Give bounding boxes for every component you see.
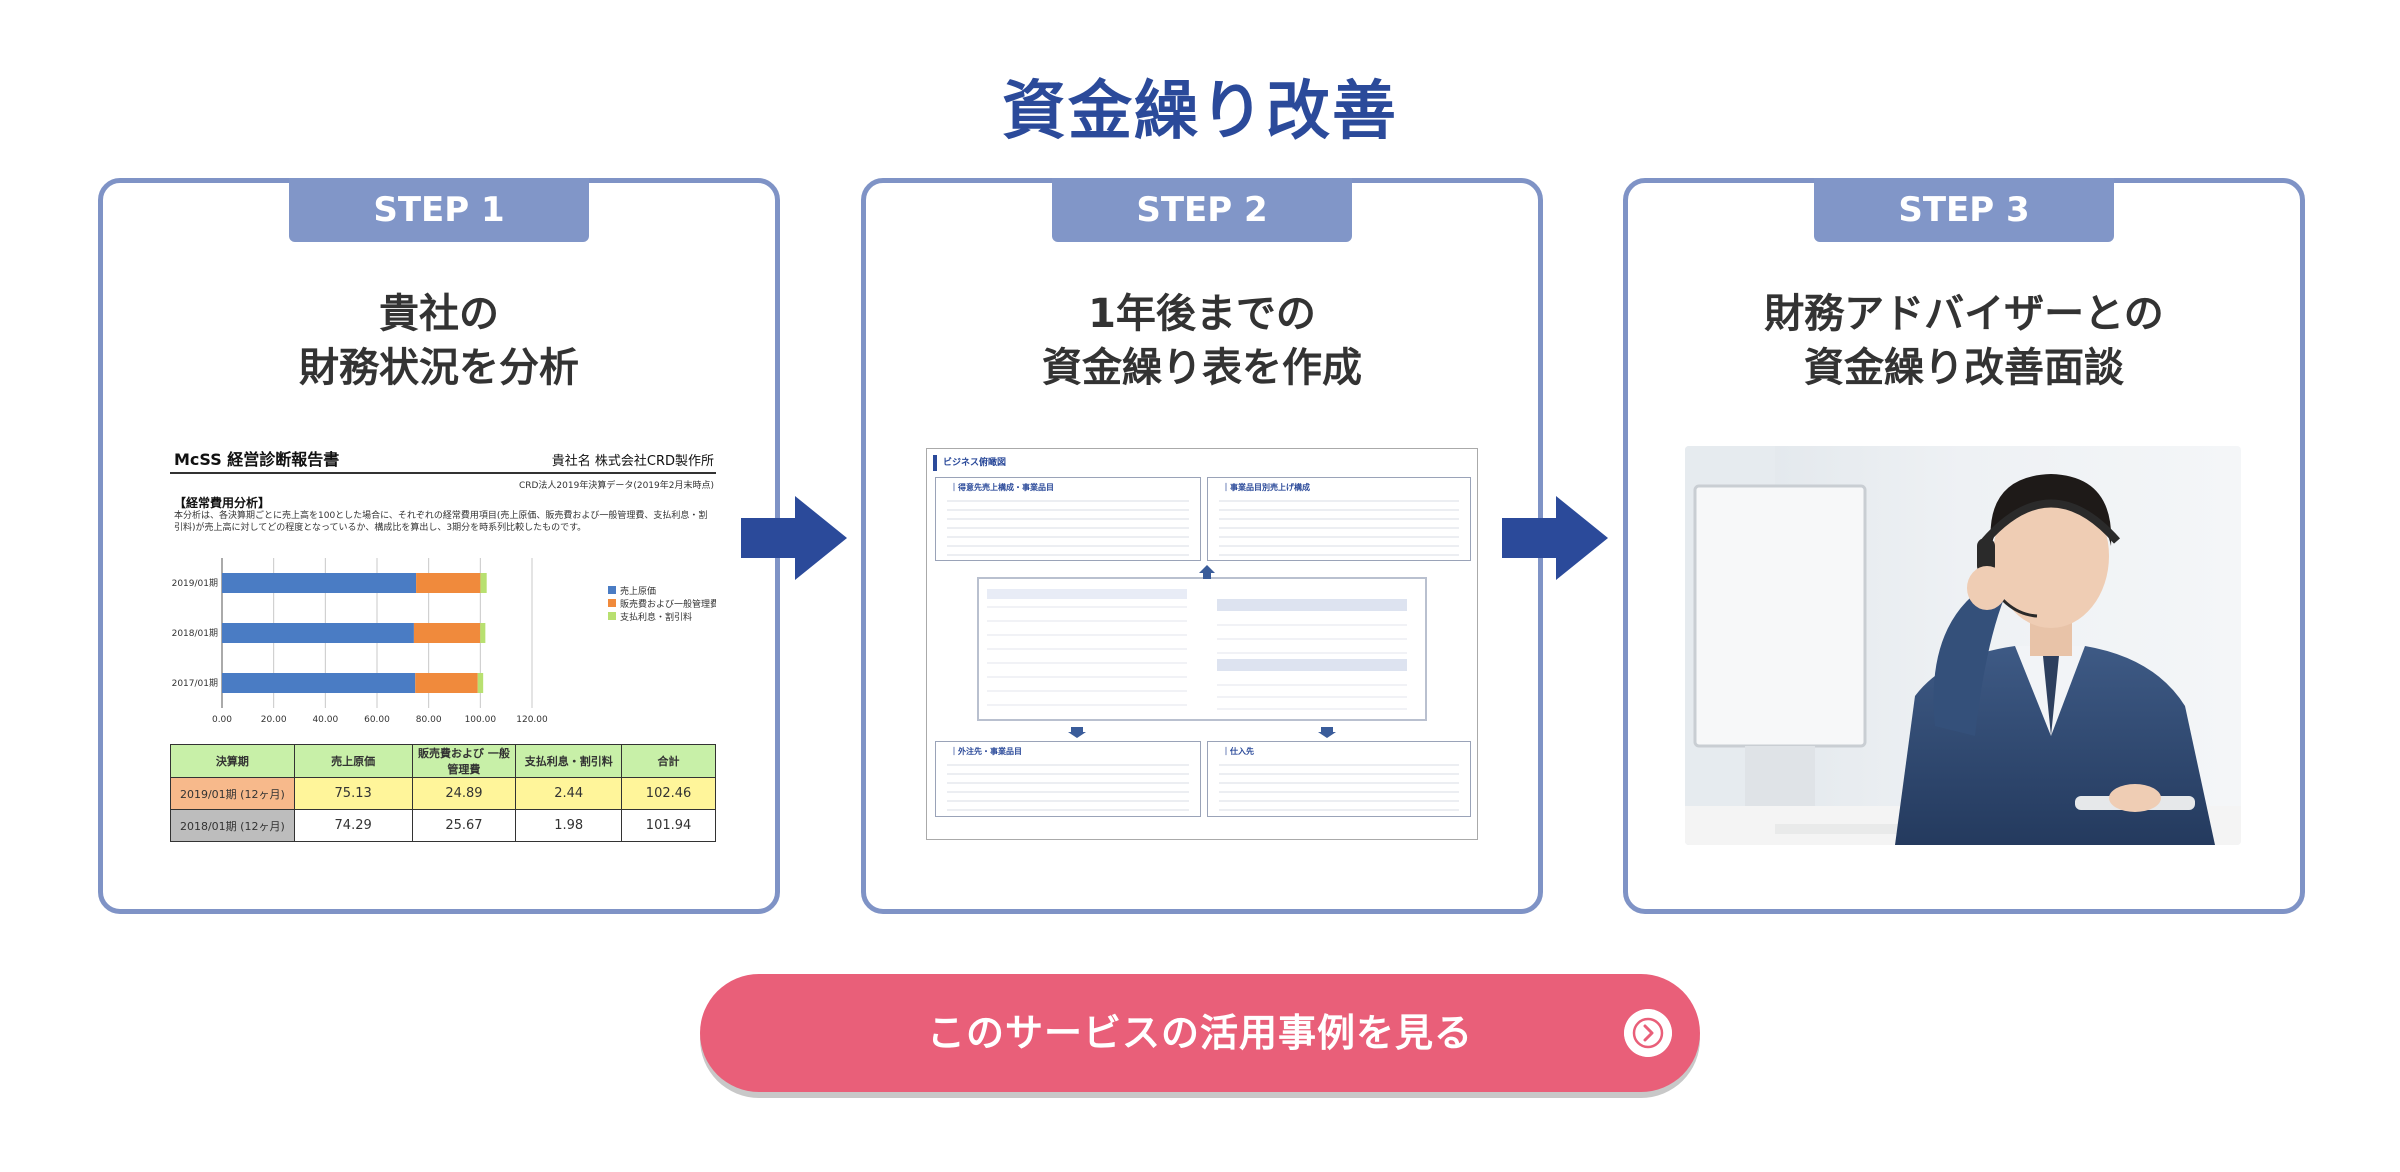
table-header: 決算期 bbox=[170, 744, 295, 778]
legend-label: 支払利息・割引料 bbox=[620, 611, 692, 623]
arrow-down-icon bbox=[1318, 727, 1336, 738]
step-title-line: 財務状況を分析 bbox=[299, 345, 579, 391]
legend-swatch bbox=[608, 612, 616, 620]
report-subline: CRD法人2019年決算データ(2019年2月末時点) bbox=[518, 481, 714, 491]
step-title-line: 1年後までの bbox=[1088, 291, 1316, 337]
x-tick-label: 80.00 bbox=[416, 715, 442, 725]
legend-swatch bbox=[608, 599, 616, 607]
legend-label: 販売費および一般管理費 bbox=[620, 598, 716, 610]
step-title-line: 財務アドバイザーとの bbox=[1764, 291, 2164, 337]
legend-label: 売上原価 bbox=[620, 585, 656, 597]
chevron-right-icon bbox=[1624, 1009, 1672, 1057]
sheet-cell-fill bbox=[1217, 659, 1407, 671]
bar-segment bbox=[480, 623, 486, 643]
bar-segment bbox=[477, 673, 484, 693]
step-title-line: 資金繰り表を作成 bbox=[1042, 345, 1362, 391]
legend-swatch bbox=[608, 586, 616, 594]
sheet-heading: ビジネス俯瞰図 bbox=[943, 458, 1007, 468]
x-tick-label: 60.00 bbox=[364, 715, 390, 725]
sheet-box-title: ｜事業品目別売上げ構成 bbox=[1222, 483, 1310, 492]
step-title: 財務アドバイザーとの 資金繰り改善面談 bbox=[1628, 287, 2300, 395]
business-overview-image: ビジネス俯瞰図 ｜得意先売上構成・事業品目 ｜事業品目別売上げ構成 ｜外注先・事… bbox=[926, 448, 1478, 840]
report-heading: McSS 経営診断報告書 bbox=[174, 450, 340, 469]
x-tick-label: 100.00 bbox=[465, 715, 497, 725]
table-row: 2019/01期 (12ヶ月) 75.13 24.89 2.44 102.46 bbox=[170, 777, 716, 810]
sheet-box-title: ｜仕入先 bbox=[1222, 747, 1254, 756]
bar-segment bbox=[480, 573, 487, 593]
arrow-right-icon bbox=[1502, 496, 1608, 580]
bar-segment bbox=[222, 673, 416, 693]
bar-segment bbox=[222, 573, 417, 593]
report-divider bbox=[170, 472, 716, 474]
sheet-lines bbox=[947, 500, 1459, 811]
cta-label: このサービスの活用事例を見る bbox=[926, 1011, 1473, 1055]
bar-segment bbox=[222, 623, 414, 643]
sheet-box: ｜外注先・事業品目 bbox=[935, 741, 1201, 817]
arrow-down-icon bbox=[1068, 727, 1086, 738]
step-title-line: 貴社の bbox=[379, 291, 499, 337]
table-header: 販売費および 一般管理費 bbox=[411, 744, 517, 778]
bar-segment bbox=[416, 573, 481, 593]
table-cell: 2.44 bbox=[515, 777, 623, 810]
table-cell: 102.46 bbox=[621, 777, 716, 810]
table-cell: 24.89 bbox=[411, 777, 517, 810]
table-header-row: 決算期 売上原価 販売費および 一般管理費 支払利息・割引料 合計 bbox=[170, 744, 716, 778]
advisor-photo bbox=[1685, 446, 2241, 845]
x-tick-label: 40.00 bbox=[312, 715, 338, 725]
table-header: 支払利息・割引料 bbox=[515, 744, 623, 778]
step-tab: STEP 2 bbox=[1052, 178, 1352, 242]
bar-segment bbox=[413, 623, 481, 643]
step-tab: STEP 1 bbox=[289, 178, 589, 242]
y-tick-label: 2017/01期 bbox=[172, 678, 218, 689]
table-cell: 25.67 bbox=[411, 809, 517, 842]
sheet-accent bbox=[933, 455, 937, 471]
table-cell: 75.13 bbox=[293, 777, 413, 810]
y-tick-label: 2019/01期 bbox=[172, 578, 218, 589]
sheet-box: ｜仕入先 bbox=[1207, 741, 1471, 817]
table-cell: 2018/01期 (12ヶ月) bbox=[170, 809, 295, 842]
step-title-line: 資金繰り改善面談 bbox=[1804, 345, 2124, 391]
step-tab: STEP 3 bbox=[1814, 178, 2114, 242]
step-title: 1年後までの 資金繰り表を作成 bbox=[866, 287, 1538, 395]
sheet-cell-fill bbox=[987, 589, 1187, 599]
report-company: 貴社名 株式会社CRD製作所 bbox=[551, 454, 714, 469]
arrow-right-icon bbox=[741, 496, 847, 580]
sheet-cell-fill bbox=[1217, 599, 1407, 611]
step-title: 貴社の 財務状況を分析 bbox=[103, 287, 775, 395]
table-cell: 74.29 bbox=[293, 809, 413, 842]
report-section-title: 【経常費用分析】 bbox=[174, 496, 271, 510]
table-cell: 101.94 bbox=[621, 809, 716, 842]
cost-table: 決算期 売上原価 販売費および 一般管理費 支払利息・割引料 合計 2019/0… bbox=[170, 744, 716, 842]
table-header: 合計 bbox=[621, 744, 716, 778]
house-icon bbox=[1199, 565, 1215, 579]
case-study-cta-button[interactable]: このサービスの活用事例を見る bbox=[700, 974, 1700, 1092]
table-cell: 1.98 bbox=[515, 809, 623, 842]
x-tick-label: 0.00 bbox=[212, 715, 232, 725]
x-tick-label: 20.00 bbox=[261, 715, 287, 725]
x-tick-label: 120.00 bbox=[516, 715, 548, 725]
cost-bar-chart: 0.00 20.00 40.00 60.00 80.00 100.00 120.00 2019… bbox=[172, 558, 716, 725]
y-tick-label: 2018/01期 bbox=[172, 628, 218, 639]
table-row: 2018/01期 (12ヶ月) 74.29 25.67 1.98 101.94 bbox=[170, 809, 716, 842]
sheet-box-title: ｜外注先・事業品目 bbox=[950, 747, 1022, 756]
report-text: 本分析は、各決算期ごとに売上高を100とした場合に、それぞれの経常費用項目(売上… bbox=[174, 511, 708, 533]
diagnosis-report-image: McSS 経営診断報告書 貴社名 株式会社CRD製作所 CRD法人2019年決算… bbox=[170, 442, 716, 844]
sheet-center-box bbox=[977, 577, 1427, 721]
page-title: 資金繰り改善 bbox=[1002, 75, 1398, 149]
bar-segment bbox=[415, 673, 478, 693]
sheet-box-title: ｜得意先売上構成・事業品目 bbox=[950, 483, 1054, 492]
table-cell: 2019/01期 (12ヶ月) bbox=[170, 777, 295, 810]
table-header: 売上原価 bbox=[293, 744, 413, 778]
